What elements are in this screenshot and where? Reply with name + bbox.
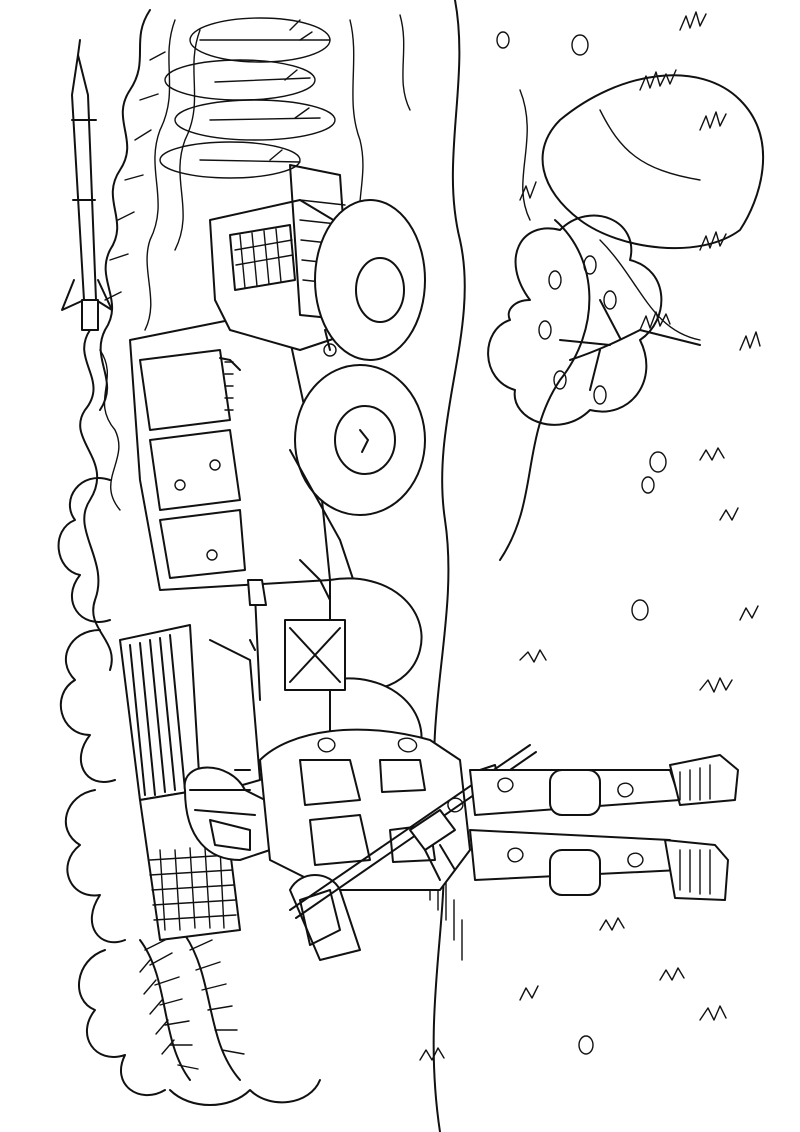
rocket-launcher-truck (129, 164, 426, 789)
boulders (496, 11, 764, 1055)
small-tree (487, 214, 701, 426)
bushes-left (57, 477, 321, 1106)
ground-lines (419, 0, 733, 1132)
grass-tufts (519, 69, 761, 1001)
rocket-missile (61, 39, 121, 671)
soldier-figure (183, 728, 739, 961)
forest-treeline (99, 9, 411, 411)
